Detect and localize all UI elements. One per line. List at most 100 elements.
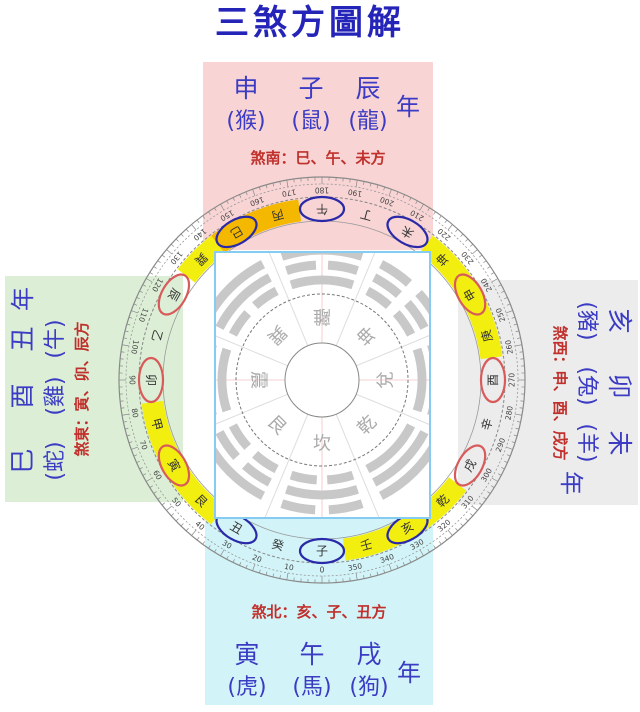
trigram-yin-line <box>285 260 317 275</box>
page-title: 三煞方圖解 <box>215 3 405 43</box>
degree-tick <box>513 323 518 326</box>
sector-divider <box>216 393 289 425</box>
trigram-yin-line <box>404 300 429 330</box>
degree-label: 280 <box>503 405 514 421</box>
degree-tick <box>142 284 147 287</box>
trigram-yin-line <box>228 310 252 337</box>
degree-tick <box>239 562 242 566</box>
degree-label: 0 <box>320 566 325 575</box>
trigram-yin-line <box>289 470 318 485</box>
mountain-label: 酉 <box>486 374 500 386</box>
degree-tick <box>376 571 379 576</box>
degree-tick <box>514 413 522 416</box>
degree-tick <box>517 337 521 339</box>
branch: 寅 <box>234 639 260 669</box>
sector-divider <box>264 413 309 517</box>
degree-tick <box>208 211 211 215</box>
degree-tick <box>501 467 505 470</box>
degree-tick <box>232 197 235 201</box>
mountain-circle-blue <box>298 537 346 565</box>
panel-north: 煞北：亥、子、丑方 寅 午 戌 (虎) (馬) (狗) 年 <box>205 518 433 705</box>
animal: (鼠) <box>291 109 331 134</box>
degree-tick <box>511 441 516 444</box>
trigram-yang-line <box>280 253 364 261</box>
degree-label: 260 <box>503 339 514 355</box>
degree-tick <box>447 529 453 536</box>
branch: 申 <box>233 74 259 103</box>
degree-tick <box>460 523 464 527</box>
degree-label: 60 <box>151 469 164 482</box>
degree-tick <box>286 572 289 580</box>
degree-tick <box>438 541 442 545</box>
degree-tick <box>139 467 143 470</box>
animal: (猴) <box>226 109 266 134</box>
degree-label: 160 <box>249 195 266 208</box>
degree-label: 350 <box>347 561 363 572</box>
degree-tick <box>153 491 157 494</box>
mountain-circle-red <box>137 356 165 404</box>
degree-tick <box>402 194 405 198</box>
degree-tick <box>166 249 173 255</box>
degree-tick <box>487 266 491 269</box>
degree-label: 90 <box>128 375 137 385</box>
degree-tick <box>131 310 138 314</box>
degree-tick <box>515 330 520 333</box>
trigram-yang-line <box>289 275 355 290</box>
degree-tick <box>483 496 487 500</box>
branch: 戌 <box>356 639 382 669</box>
highlight-band <box>177 235 225 283</box>
degree-tick <box>126 323 131 326</box>
degree-label: 10 <box>284 562 295 573</box>
panel-south-content: 申 子 辰 (猴) (鼠) (龍) 年 煞南：巳、午、未方 <box>203 61 433 251</box>
degree-tick <box>146 278 153 283</box>
trigram-yang-line <box>216 273 272 330</box>
degree-tick <box>265 184 268 189</box>
trigram-yin-line <box>216 430 240 460</box>
degree-tick <box>491 278 498 283</box>
degree-tick <box>142 473 147 476</box>
trigram-yin-line <box>280 499 316 515</box>
trigram-name: 坎 <box>313 434 331 455</box>
degree-tick <box>444 219 448 224</box>
degree-tick <box>272 182 275 187</box>
sector-divider <box>355 335 429 367</box>
degree-tick <box>252 564 256 571</box>
degree-tick <box>511 316 516 319</box>
degree-tick <box>191 529 197 536</box>
trigram-name: 震 <box>248 371 269 389</box>
degree-tick <box>433 211 436 215</box>
trigram-yin-line <box>228 423 252 450</box>
trigram-yin-line <box>365 286 392 310</box>
degree-tick <box>133 454 138 457</box>
degree-tick <box>478 254 483 258</box>
trigram-yang-line <box>412 347 427 413</box>
degree-tick <box>166 505 173 511</box>
mountain-label: 丁 <box>359 207 374 224</box>
mountain-circle-blue <box>298 195 346 223</box>
trigram-yin-line <box>372 273 402 298</box>
degree-label: 70 <box>138 439 150 451</box>
degree-tick <box>415 200 418 205</box>
degree-tick <box>497 284 502 287</box>
degree-tick <box>409 559 412 563</box>
trigram-yang-line <box>378 445 429 500</box>
degree-tick <box>501 290 505 293</box>
degree-label: 100 <box>129 339 140 355</box>
mountain-label: 癸 <box>270 537 285 554</box>
degree-tick <box>491 485 495 488</box>
degree-tick <box>438 215 442 219</box>
degree-tick <box>122 344 130 347</box>
degree-tick <box>226 200 229 205</box>
mountain-circle-red <box>453 444 487 487</box>
degree-tick <box>383 569 386 574</box>
degree-tick <box>478 502 483 506</box>
degree-label: 80 <box>130 408 141 419</box>
degree-tick <box>180 233 184 237</box>
mountain-circle-red <box>157 273 191 316</box>
mountain-label: 子 <box>316 544 328 558</box>
sector-divider <box>335 413 380 517</box>
sector-divider <box>216 335 289 367</box>
mountain-circle-red <box>479 356 507 404</box>
degree-label: 180 <box>315 186 330 195</box>
